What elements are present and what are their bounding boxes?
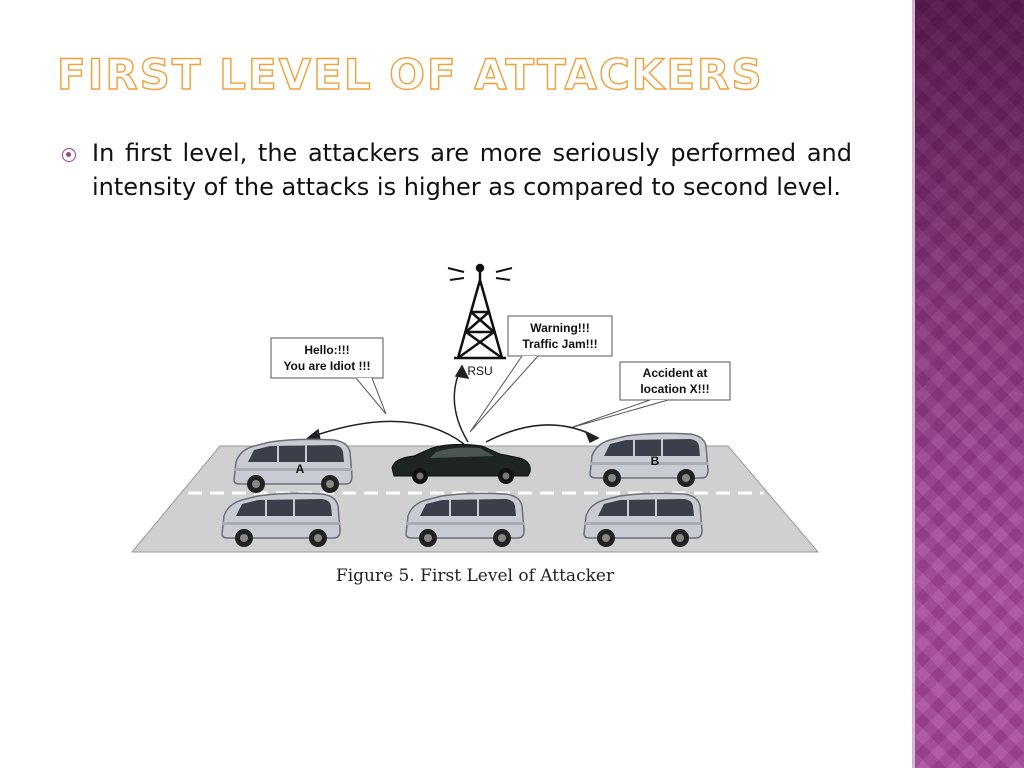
figure-caption: Figure 5. First Level of Attacker — [335, 566, 615, 586]
decorative-side-panel — [912, 0, 1024, 768]
vehicle-b-label: B — [651, 454, 660, 468]
callout-accident-line1: Accident at — [643, 366, 708, 380]
callout-accident: Accident at location X!!! — [569, 361, 731, 429]
bullet-list: In first level, the attackers are more s… — [62, 136, 852, 204]
vehicle-a-label: A — [296, 462, 305, 476]
callout-hello-line2: You are Idiot !!! — [283, 359, 370, 373]
attack-figure: RSU Hello:!!! You are Idiot !!! Warning!… — [128, 262, 822, 592]
callout-hello: Hello:!!! You are Idiot !!! — [270, 337, 387, 415]
callout-hello-line1: Hello:!!! — [304, 343, 349, 357]
slide-canvas: FIRST LEVEL OF ATTACKERS In first level,… — [56, 49, 852, 592]
callout-warning-line1: Warning!!! — [530, 321, 590, 335]
slide-title: FIRST LEVEL OF ATTACKERS — [56, 49, 764, 99]
message-arrows — [306, 364, 600, 445]
callout-accident-line2: location X!!! — [640, 382, 709, 396]
callout-warning-line2: Traffic Jam!!! — [522, 337, 597, 351]
attack-diagram: RSU Hello:!!! You are Idiot !!! Warning!… — [130, 263, 820, 553]
callout-warning: Warning!!! Traffic Jam!!! — [469, 315, 613, 433]
bullet-circle-icon — [62, 148, 76, 162]
rsu-label: RSU — [467, 364, 492, 378]
rsu-tower-icon — [447, 263, 513, 360]
bullet-text: In first level, the attackers are more s… — [92, 139, 852, 201]
